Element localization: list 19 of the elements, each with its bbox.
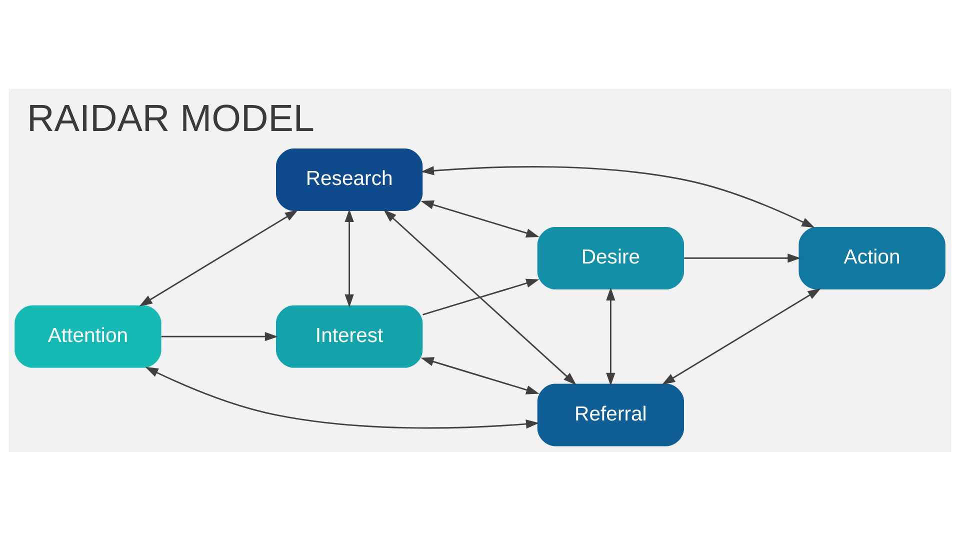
- arrow: [139, 209, 298, 306]
- arrow: [420, 356, 540, 394]
- arrow: [684, 253, 801, 262]
- node-box: Referral: [537, 383, 684, 446]
- arrow: [420, 200, 540, 238]
- node-box: Interest: [276, 304, 423, 368]
- node-box: Action: [798, 226, 946, 289]
- arrow: [422, 278, 540, 315]
- diagram-title: RAIDAR MODEL: [27, 96, 314, 138]
- arrow: [606, 286, 616, 386]
- arrow: [145, 366, 540, 428]
- node-box: Attention: [14, 304, 162, 368]
- arrow: [420, 166, 815, 228]
- node-box: Research: [276, 148, 423, 210]
- arrow: [344, 208, 354, 308]
- arrow: [161, 331, 278, 341]
- node-box: Desire: [537, 226, 684, 289]
- arrow: [662, 288, 821, 384]
- arrow: [383, 209, 576, 385]
